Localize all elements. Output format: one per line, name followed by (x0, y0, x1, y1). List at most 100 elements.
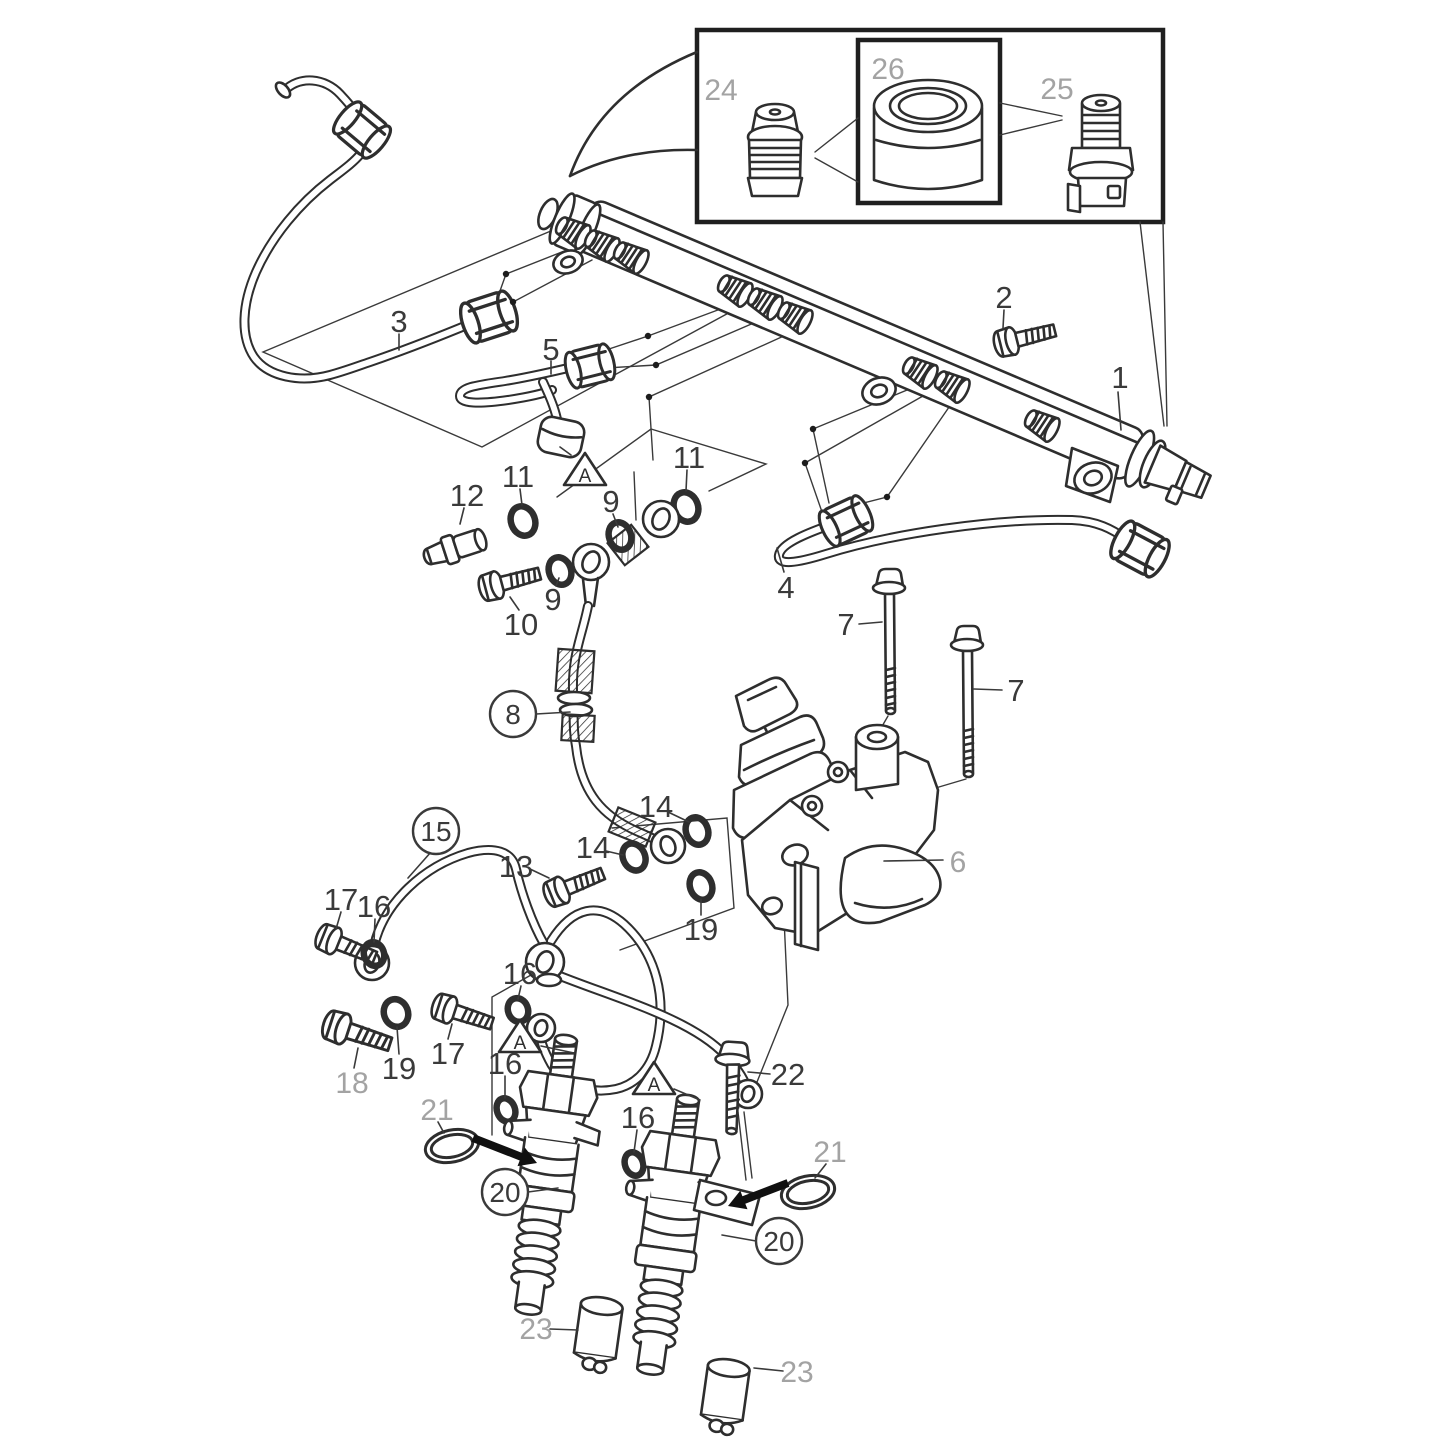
feed-pump-6 (731, 676, 942, 952)
callout-leader (633, 1129, 638, 1153)
pipe-4 (774, 491, 1176, 582)
callout-leader (407, 851, 432, 879)
callout-circle-20 (480, 1167, 530, 1217)
callout-leader (685, 469, 688, 492)
sleeve-26 (872, 78, 984, 191)
callout-label-7: 7 (1007, 673, 1024, 708)
reference-dot (509, 298, 517, 306)
callout-circle-20 (754, 1216, 804, 1266)
reference-triangle-icon (631, 1060, 677, 1096)
hose-8-group (422, 489, 716, 912)
callout-label-3: 3 (390, 304, 407, 339)
callout-label-14: 14 (576, 830, 610, 865)
reference-triangle-icon (497, 1018, 543, 1054)
nozzle-23b (697, 1355, 753, 1439)
assembly-direction-arrow (728, 1179, 790, 1210)
reference-dot (644, 332, 652, 340)
banjo-union-upper (571, 499, 681, 608)
callout-leader (555, 577, 560, 587)
reference-triangle-icon (562, 451, 608, 487)
rail-ear-ring (861, 376, 897, 406)
callout-label-14: 14 (639, 789, 673, 824)
callout-label-8: 8 (505, 699, 521, 730)
triangle-marker-letter: A (514, 1033, 527, 1054)
bolt-2 (989, 315, 1060, 361)
callout-leader (1117, 391, 1122, 431)
callout-label-19: 19 (684, 912, 718, 947)
callout-label-19: 19 (382, 1051, 416, 1086)
callout-circle-15 (411, 806, 461, 856)
callout-leader (519, 488, 523, 506)
callout-label-23: 23 (780, 1356, 813, 1389)
callout-leader (1002, 309, 1005, 329)
callout-label-17: 17 (324, 882, 358, 917)
callout-leader (535, 711, 571, 715)
callout-label-13: 13 (499, 849, 533, 884)
callout-leader (509, 596, 520, 611)
banjo-bolt-17b (427, 989, 498, 1039)
callout-label-15: 15 (420, 816, 451, 847)
pipe-3 (239, 75, 524, 384)
callout-label-24: 24 (704, 74, 737, 107)
callout-label-2: 2 (995, 280, 1012, 315)
callout-label-17: 17 (431, 1036, 465, 1071)
triangle-marker-leader (540, 1045, 575, 1054)
callout-leader (667, 811, 690, 823)
pipe-5 (454, 340, 620, 459)
triangle-marker-letter: A (579, 466, 592, 487)
pipe-15-group (310, 845, 764, 1179)
callout-leader (858, 621, 883, 625)
plug-24 (746, 102, 804, 198)
bolt-22 (714, 1040, 751, 1136)
rail-sensor (1124, 429, 1212, 506)
callout-label-20: 20 (763, 1226, 794, 1257)
callout-label-16: 16 (488, 1046, 522, 1081)
assembly-direction-arrow (471, 1134, 537, 1167)
callout-label-22: 22 (771, 1057, 805, 1092)
callout-label-1: 1 (1111, 360, 1128, 395)
callout-leader (753, 1367, 784, 1372)
callout-leader (447, 1023, 453, 1040)
callout-leader (973, 688, 1003, 691)
reference-dot (883, 493, 891, 501)
pump-bolt-7a (871, 567, 907, 716)
reference-dot (652, 361, 660, 369)
callout-leader (396, 1026, 400, 1055)
callout-leader (459, 507, 465, 525)
callout-label-16: 16 (621, 1100, 655, 1135)
callout-label-21: 21 (420, 1094, 453, 1127)
rail-washer (552, 249, 584, 275)
callout-label-26: 26 (871, 53, 904, 86)
seal-21a (423, 1127, 481, 1165)
fuel-rail (537, 192, 1212, 506)
reference-dots (502, 270, 891, 501)
injector-20b (601, 1088, 762, 1380)
callout-label-20: 20 (489, 1177, 520, 1208)
callout-label-9: 9 (544, 582, 561, 617)
callout-label-16: 16 (503, 956, 537, 991)
callout-label-9: 9 (602, 484, 619, 519)
callout-label-23: 23 (519, 1313, 552, 1346)
callout-label-5: 5 (542, 332, 559, 367)
nozzle-23a (570, 1293, 626, 1377)
callout-leader (335, 911, 342, 930)
callout-label-18: 18 (335, 1067, 368, 1100)
callout-label-11: 11 (502, 459, 534, 494)
triangle-marker-leader (559, 446, 572, 456)
reference-dot (502, 270, 510, 278)
callout-leader (549, 1328, 579, 1331)
callout-leader (814, 1163, 827, 1179)
callout-label-6: 6 (950, 846, 967, 879)
callout-label-16: 16 (357, 889, 391, 924)
pump-bolt-7b (949, 624, 985, 779)
triangle-marker-leader (673, 1088, 701, 1101)
callout-leader (353, 1047, 359, 1069)
callout-label-4: 4 (777, 570, 794, 605)
sensor-12 (422, 527, 488, 566)
banjo-bolt-13 (538, 859, 610, 912)
sensor-25 (1066, 93, 1135, 214)
triangle-markers: AAA (497, 446, 701, 1101)
callout-label-7: 7 (837, 607, 854, 642)
